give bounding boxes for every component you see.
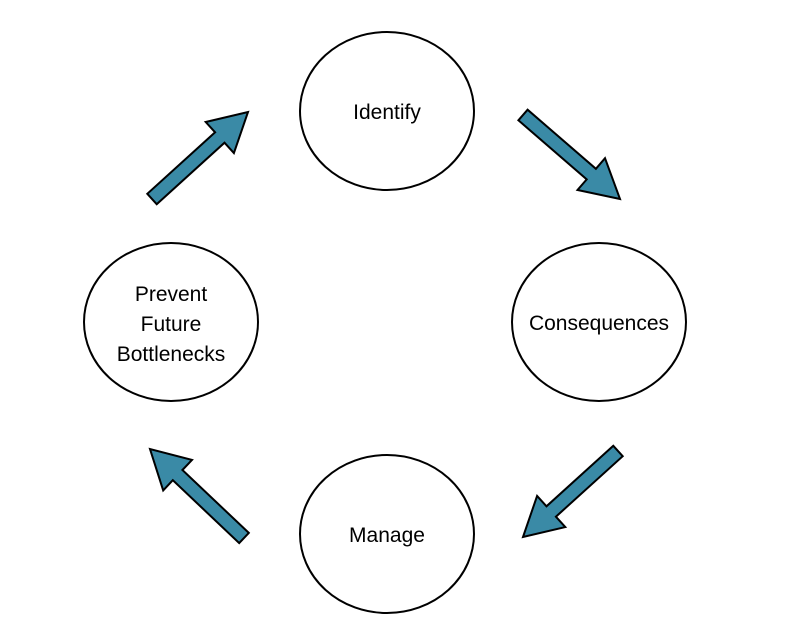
node-manage-label: Manage	[349, 524, 425, 547]
node-prevent-label-line-2: Future	[141, 313, 202, 336]
node-identify: Identify	[299, 31, 475, 191]
node-consequences: Consequences	[511, 242, 687, 402]
node-consequences-label: Consequences	[529, 312, 669, 335]
arrow-identify-to-consequences	[516, 108, 622, 201]
node-identify-label: Identify	[353, 101, 421, 124]
node-prevent-circle	[83, 242, 259, 402]
node-manage-circle	[299, 454, 475, 614]
node-manage: Manage	[299, 454, 475, 614]
node-prevent-label-line-1: Prevent	[135, 283, 208, 306]
node-identify-circle	[299, 31, 475, 191]
node-prevent-label-line-3: Bottlenecks	[117, 343, 226, 366]
node-prevent: Prevent Future Bottlenecks	[83, 242, 259, 402]
arrow-prevent-to-identify	[145, 110, 250, 206]
arrow-consequences-to-manage	[521, 444, 625, 539]
node-consequences-circle	[511, 242, 687, 402]
arrow-manage-to-prevent	[148, 447, 251, 545]
